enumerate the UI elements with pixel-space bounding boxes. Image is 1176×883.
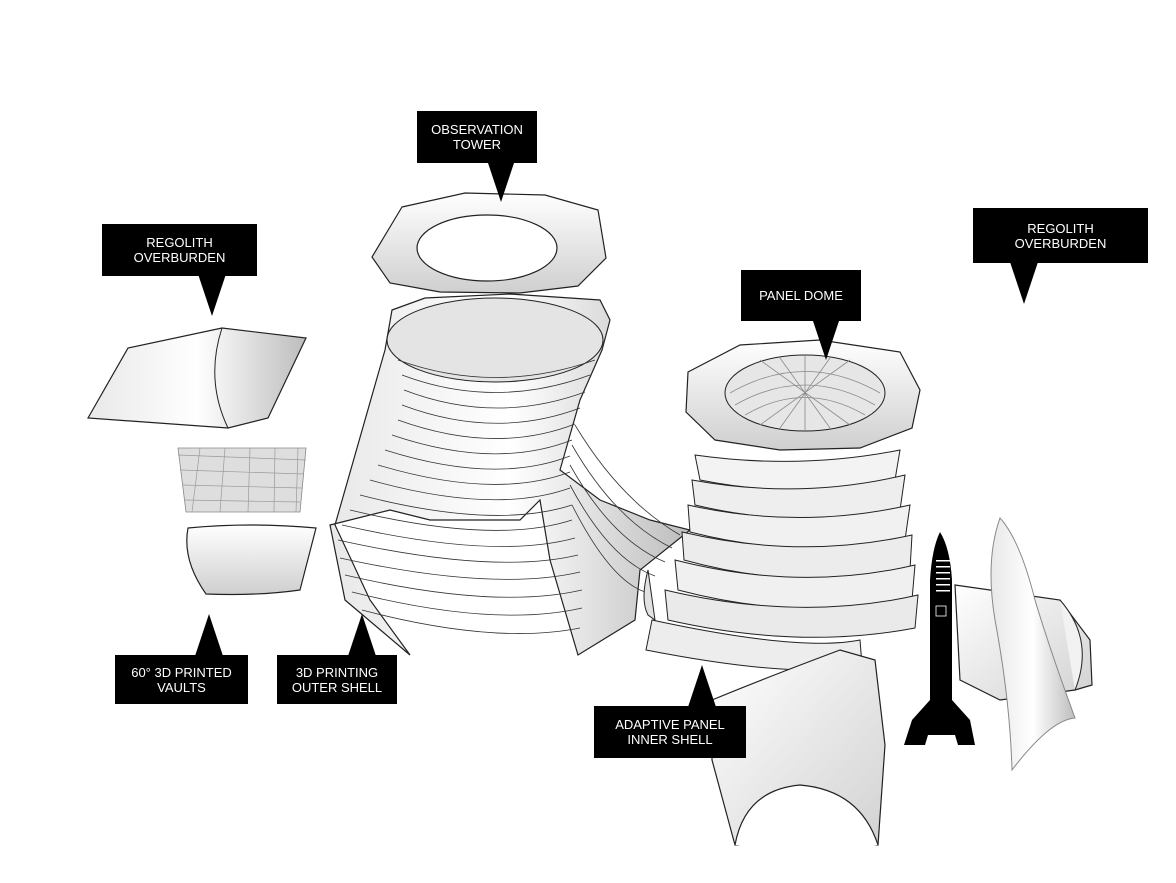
lattice-mesh-icon — [177, 447, 307, 513]
callout-panel-dome-line1: PANEL DOME — [759, 288, 843, 303]
pointer-printing-shell — [348, 614, 376, 656]
pointer-printed-vaults — [195, 614, 223, 656]
printed-outer-shell — [329, 293, 692, 656]
callout-adaptive-panel-line2: INNER SHELL — [627, 732, 713, 747]
callout-regolith-right: REGOLITH OVERBURDEN — [973, 208, 1148, 263]
callout-printing-shell-line1: 3D PRINTING — [295, 664, 379, 680]
callout-regolith-left-line2: OVERBURDEN — [133, 250, 226, 265]
rocket-icon — [904, 532, 975, 745]
callout-regolith-right-line2: OVERBURDEN — [1014, 235, 1107, 251]
pointer-regolith-right — [1010, 262, 1038, 304]
regolith-block-left — [87, 327, 307, 429]
callout-printed-vaults-line1: 60° 3D PRINTED — [131, 664, 232, 680]
callout-regolith-left: REGOLITH OVERBURDEN — [102, 224, 257, 276]
observation-tower-ring — [371, 192, 607, 294]
callout-printing-shell: 3D PRINTING OUTER SHELL — [277, 655, 397, 704]
callout-observation-tower-line2: TOWER — [452, 137, 502, 152]
connector-tube-lower — [711, 649, 886, 846]
callout-adaptive-panel: ADAPTIVE PANEL INNER SHELL — [594, 706, 746, 758]
callout-printed-vaults: 60° 3D PRINTED VAULTS — [115, 655, 248, 704]
adaptive-panel-inner-shell — [643, 449, 919, 671]
callout-panel-dome: PANEL DOME — [741, 270, 861, 321]
pointer-observation-tower — [487, 160, 515, 202]
callout-observation-tower: OBSERVATION TOWER — [417, 111, 537, 163]
pointer-panel-dome — [812, 318, 840, 360]
callout-adaptive-panel-line1: ADAPTIVE PANEL — [615, 717, 725, 732]
pointer-regolith-left — [198, 274, 226, 316]
callout-printing-shell-line2: OUTER SHELL — [291, 679, 383, 695]
callout-printed-vaults-line2: VAULTS — [157, 679, 206, 695]
callout-observation-tower-line1: OBSERVATION — [431, 122, 523, 137]
printed-vault — [186, 524, 317, 596]
regolith-plate-right — [990, 517, 1076, 772]
callout-regolith-left-line1: REGOLITH — [146, 235, 213, 250]
panel-dome-cap — [685, 339, 921, 451]
pointer-adaptive-panel — [688, 665, 716, 707]
callout-regolith-right-line1: REGOLITH — [1027, 220, 1094, 236]
dome-lattice-icon — [729, 356, 881, 430]
